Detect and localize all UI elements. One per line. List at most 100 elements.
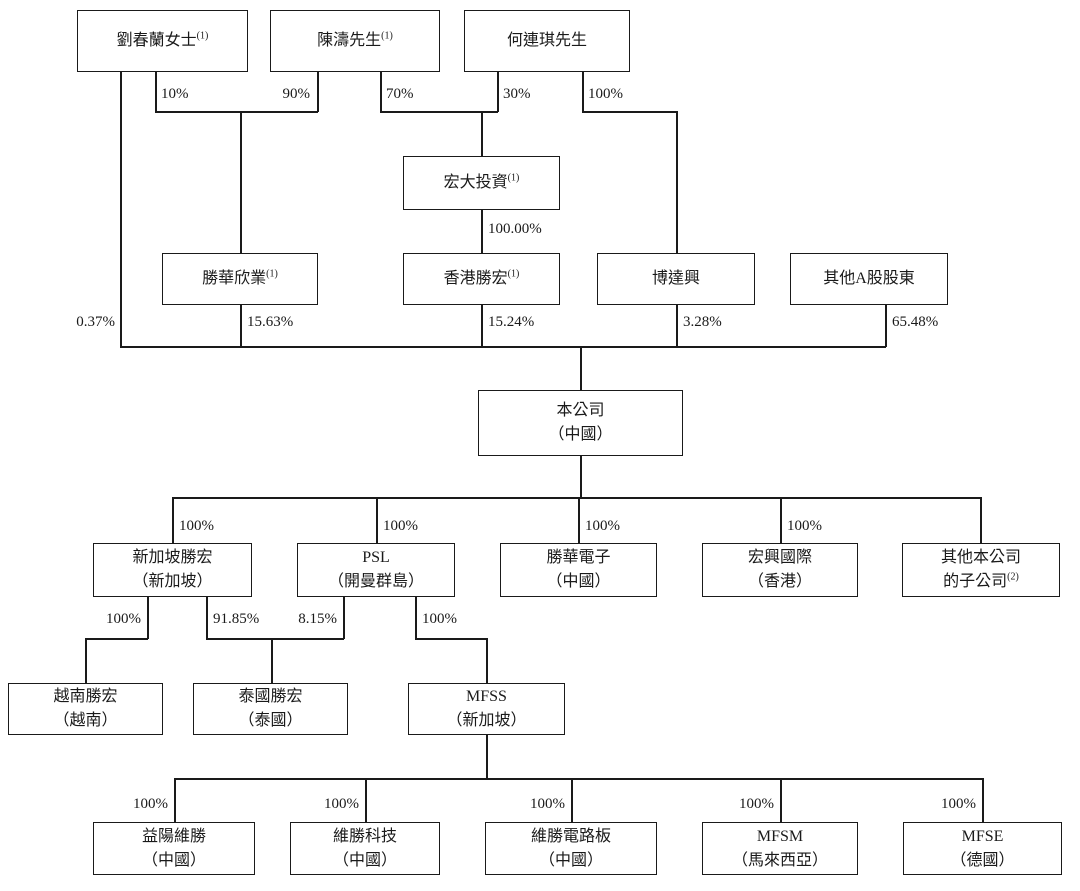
connector-to-othersubs (980, 497, 982, 543)
footnote-marker: (1) (507, 268, 520, 280)
label-pct-sgshenghong-100: 100% (179, 518, 214, 534)
footnote-marker: (1) (266, 268, 278, 280)
connector-merge-10-90 (155, 111, 318, 113)
node-label: 香港勝宏(1) (443, 268, 520, 287)
node-the-company: 本公司 （中國） (478, 390, 683, 456)
node-label: 宏大投資(1) (443, 172, 520, 191)
connector-shenghuaxinye-down (240, 305, 242, 347)
label-pct-chen-90: 90% (282, 86, 311, 102)
connector-to-vietnam (85, 638, 87, 683)
label-pct-3-28: 3.28% (683, 314, 722, 330)
connector-hkshenghong-down (481, 305, 483, 347)
label-pct-he-30: 30% (503, 86, 531, 102)
node-sublabel: （中國） (538, 851, 603, 869)
node-label: 劉春蘭女士(1) (116, 30, 209, 49)
node-sublabel: （泰國） (238, 712, 303, 729)
connector-he-jog (582, 111, 677, 113)
label-pct-chen-70: 70% (386, 86, 414, 102)
label-pct-weishengdianluban-100: 100% (530, 796, 565, 812)
connector-to-sgshenghong (172, 497, 174, 543)
node-hongda-investment: 宏大投資(1) (403, 156, 560, 210)
label-pct-he-100: 100% (588, 86, 623, 102)
connector-bus-to-company (580, 346, 582, 390)
connector-mfss-down (486, 735, 488, 779)
label-pct-65-48: 65.48% (892, 314, 939, 330)
node-sublabel: （中國） (332, 851, 397, 869)
node-label: 勝華欣業(1) (202, 268, 278, 287)
connector-company-down (580, 456, 582, 498)
node-sublabel: （馬來西亞） (731, 851, 828, 869)
node-label: MFSS (466, 688, 507, 705)
node-he-lianqi: 何連琪先生 (464, 10, 630, 72)
connector-to-shenghuadianzi (578, 497, 580, 543)
node-label: PSL (362, 549, 390, 566)
node-label: 勝華電子 (546, 549, 611, 566)
connector-chen-right-stub (380, 72, 382, 112)
node-other-a-shareholders: 其他A股股東 (790, 253, 948, 305)
footnote-marker: (1) (381, 30, 393, 42)
node-label: 益陽維勝 (141, 827, 206, 845)
node-label: 陳濤先生(1) (317, 30, 393, 49)
node-sublabel: （香港） (747, 573, 812, 590)
connector-to-mfsm (780, 778, 782, 822)
connector-to-yiyang (174, 778, 176, 822)
label-pct-hongxing-100: 100% (787, 518, 822, 534)
node-label: 本公司 (556, 402, 605, 419)
node-sublabel: （開曼群島） (327, 573, 424, 590)
node-label: 越南勝宏 (53, 688, 118, 705)
node-sublabel: （中國） (548, 426, 613, 443)
connector-to-thailand (271, 638, 273, 683)
label-pct-0-37: 0.37% (76, 314, 115, 330)
node-hongxing-international: 宏興國際 （香港） (702, 543, 858, 597)
connector-bus-shareholders (120, 346, 886, 348)
node-label: 其他A股股東 (823, 270, 915, 287)
connector-to-psl (376, 497, 378, 543)
connector-bus-mfss-subs (174, 778, 983, 780)
node-label: 博達興 (651, 270, 700, 287)
connector-hongda-to-hk (481, 210, 483, 253)
label-pct-yiyang-100: 100% (133, 796, 168, 812)
label-pct-shenghuadianzi-100: 100% (585, 518, 620, 534)
node-sublabel: （新加坡） (132, 573, 213, 590)
node-label: 泰國勝宏 (238, 688, 303, 705)
node-sublabel: （越南） (53, 712, 118, 729)
node-label: MFSM (756, 827, 804, 845)
label-pct-vietnam-100: 100% (106, 611, 141, 627)
connector-chen-left-stub (317, 72, 319, 112)
label-pct-15-63: 15.63% (247, 314, 294, 330)
label-pct-8-15: 8.15% (298, 611, 337, 627)
node-label: 維勝電路板 (530, 827, 611, 845)
connector-he-right-stub (582, 72, 584, 112)
connector-to-weishengkeji (365, 778, 367, 822)
connector-merge-thailand (206, 638, 344, 640)
connector-to-hongda (481, 111, 483, 156)
connector-bodaxing-down (676, 305, 678, 347)
label-pct-100-00: 100.00% (488, 221, 542, 237)
node-liu-chunlan: 劉春蘭女士(1) (77, 10, 248, 72)
node-other-subsidiaries: 其他本公司 的子公司(2) (902, 543, 1060, 597)
connector-liu-stub (155, 72, 157, 112)
node-sublabel: （德國） (950, 851, 1015, 869)
connector-sg-vietnam-jog (85, 638, 148, 640)
node-mfss: MFSS （新加坡） (408, 683, 565, 735)
node-label: 其他本公司 (940, 549, 1021, 566)
node-bodaxing: 博達興 (597, 253, 755, 305)
label-pct-mfsm-100: 100% (739, 796, 774, 812)
node-weisheng-keji: 維勝科技 （中國） (290, 822, 440, 875)
connector-sg-right-stub (206, 597, 208, 639)
node-label: 新加坡勝宏 (132, 549, 213, 566)
footnote-marker: (2) (1007, 571, 1019, 583)
connector-psl-mfss-jog (415, 638, 487, 640)
connector-bus-subsidiaries-1 (172, 497, 982, 499)
label-pct-psl-100: 100% (383, 518, 418, 534)
node-sublabel: （中國） (546, 573, 611, 590)
label-pct-91-85: 91.85% (213, 611, 260, 627)
node-mfsm: MFSM （馬來西亞） (702, 822, 858, 875)
node-label: 宏興國際 (747, 549, 812, 566)
node-yiyang-weisheng: 益陽維勝 （中國） (93, 822, 255, 875)
node-vietnam-shenghong: 越南勝宏 （越南） (8, 683, 163, 735)
label-pct-weishengkeji-100: 100% (324, 796, 359, 812)
connector-to-bodaxing (676, 111, 678, 253)
connector-sg-left-stub (147, 597, 149, 639)
connector-liu-direct (120, 72, 122, 346)
